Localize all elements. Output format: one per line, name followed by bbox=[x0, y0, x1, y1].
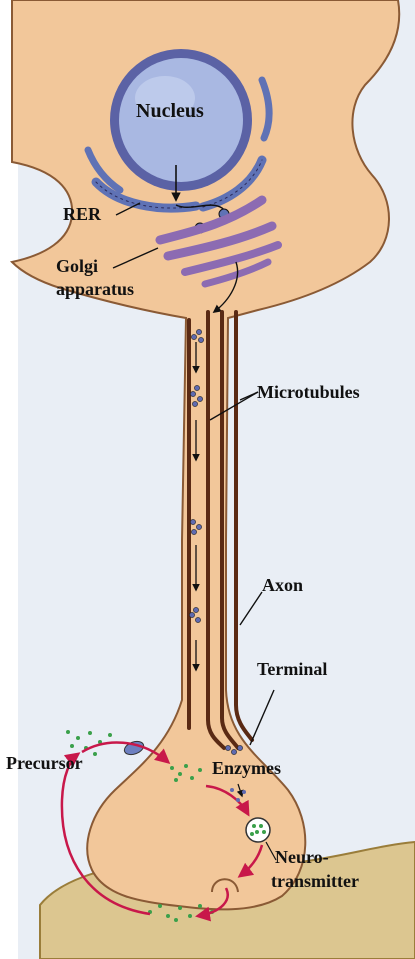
neurotransmitter-label-line1: Neuro- bbox=[275, 847, 329, 867]
neurotransmitter-label-line2: transmitter bbox=[271, 871, 359, 891]
release-arrow bbox=[237, 844, 264, 878]
rer-label: RER bbox=[63, 204, 102, 224]
enzyme-dots bbox=[230, 788, 246, 802]
neurotransmitter-pointer bbox=[265, 841, 277, 861]
enzymes-pointer bbox=[236, 783, 244, 798]
release-site bbox=[211, 878, 239, 893]
microtubules bbox=[187, 310, 254, 750]
vesicle-clusters bbox=[189, 329, 243, 755]
golgi-label-line1: Golgi bbox=[56, 256, 99, 276]
axon-label: Axon bbox=[262, 575, 304, 595]
enzymes-label: Enzymes bbox=[212, 758, 281, 778]
enzyme-arrow bbox=[205, 784, 250, 817]
precursor-label: Precursor bbox=[6, 753, 83, 773]
golgi-label-line2: apparatus bbox=[56, 279, 135, 299]
release-out-arrow bbox=[195, 887, 229, 922]
golgi-apparatus bbox=[155, 195, 282, 288]
precursor-arrow bbox=[81, 741, 171, 764]
reuptake-arrow bbox=[60, 752, 151, 916]
microtubules-label: Microtubules bbox=[257, 382, 360, 402]
leader-lines bbox=[112, 202, 275, 746]
terminal-label: Terminal bbox=[257, 659, 328, 679]
nucleus bbox=[110, 49, 252, 191]
synaptic-vesicle bbox=[245, 817, 271, 843]
terminal-precursor-dots bbox=[170, 764, 202, 782]
nucleus-label: Nucleus bbox=[136, 100, 204, 122]
neuron-body bbox=[9, 0, 401, 911]
golgi-arrow bbox=[212, 261, 239, 314]
